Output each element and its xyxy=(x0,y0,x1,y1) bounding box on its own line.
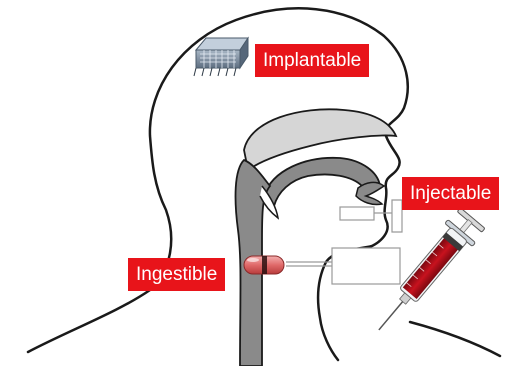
ingestible-label: Ingestible xyxy=(128,258,225,291)
mouth-detail xyxy=(356,182,384,204)
capsule-icon xyxy=(244,256,284,274)
injectable-label: Injectable xyxy=(402,177,499,210)
implantable-label: Implantable xyxy=(255,44,369,77)
ingestible-target-box xyxy=(332,248,400,284)
shoulder-outline xyxy=(410,322,500,356)
implant-chip-icon xyxy=(194,38,248,76)
injectable-target-box xyxy=(340,207,374,220)
